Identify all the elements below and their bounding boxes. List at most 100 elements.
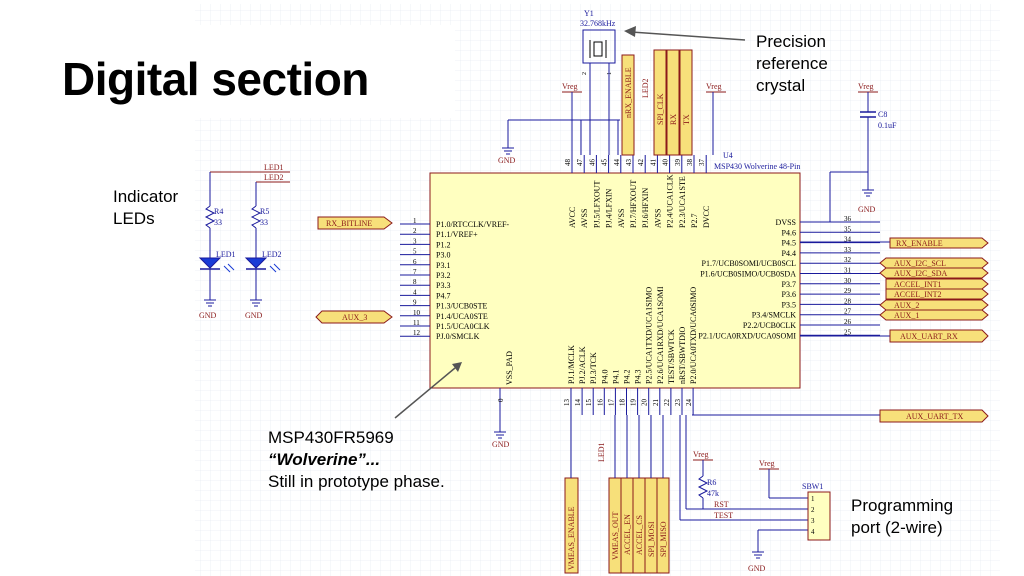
svg-text:GND: GND xyxy=(748,564,766,573)
svg-text:C8: C8 xyxy=(878,110,887,119)
left-pin-name: P3.3 xyxy=(436,281,450,290)
left-pin-name: P3.1 xyxy=(436,261,450,270)
svg-text:SBW1: SBW1 xyxy=(802,482,823,491)
top-pin-number: 42 xyxy=(637,159,645,167)
right-pin-name: P2.1/UCA0RXD/UCA0SOMI xyxy=(698,331,796,340)
top-pin-name: AVSS xyxy=(617,209,626,228)
bottom-pin-number: 24 xyxy=(685,399,693,407)
vreg-top-right: Vreg xyxy=(706,82,726,155)
bottom-pin-number: 18 xyxy=(619,399,627,407)
net-led2-top: LED2 xyxy=(641,78,650,98)
bottom-pin-name: P4.0 xyxy=(600,370,609,384)
svg-text:AUX_UART_RX: AUX_UART_RX xyxy=(900,332,958,341)
svg-text:AUX_UART_TX: AUX_UART_TX xyxy=(906,412,964,421)
right-pin-number: 36 xyxy=(844,215,852,223)
svg-text:Vreg: Vreg xyxy=(693,450,709,459)
bottom-bus-labels: VMEAS_OUT ACCEL_EN ACCEL_CS SPI_MOSI SPI… xyxy=(608,415,670,574)
led2-diode-icon xyxy=(244,257,268,269)
left-pin-number: 2 xyxy=(413,227,417,235)
svg-text:R5: R5 xyxy=(260,207,269,216)
net-nrx-enable: nRX_ENABLE xyxy=(621,54,635,156)
top-pin-name: AVSS xyxy=(653,209,662,228)
svg-text:RST: RST xyxy=(714,500,729,509)
left-pin-number: 5 xyxy=(413,248,417,256)
svg-text:4: 4 xyxy=(811,528,815,536)
svg-text:AUX_I2C_SCL: AUX_I2C_SCL xyxy=(894,259,946,268)
left-pin-number: 8 xyxy=(413,278,417,286)
net-spi-clk: SPI_CLK xyxy=(653,49,667,156)
title-backdrop xyxy=(45,25,455,118)
svg-text:R4: R4 xyxy=(214,207,223,216)
top-pin-name: DVCC xyxy=(702,206,711,228)
svg-text:GND: GND xyxy=(492,440,510,449)
leds-callout-line-2: LEDs xyxy=(113,209,155,228)
top-pin-group: 48AVCC47AVSS46PJ.5/LFXOUT45PJ.4/LFXIN44A… xyxy=(564,155,711,228)
svg-text:2: 2 xyxy=(582,72,588,75)
left-pin-number: 4 xyxy=(413,288,417,296)
top-pin-number: 48 xyxy=(564,159,572,167)
bottom-pin-name: PJ.3/TCK xyxy=(589,352,598,384)
left-pin-name: P3.0 xyxy=(436,251,450,260)
svg-text:SPI_CLK: SPI_CLK xyxy=(656,93,665,125)
u4-chip-body xyxy=(429,172,801,389)
mcu-callout-line-3: Still in prototype phase. xyxy=(268,472,445,491)
bottom-pin-number: 16 xyxy=(596,399,604,407)
top-pin-number: 39 xyxy=(674,159,682,167)
left-pin-name: P1.3/UCB0STE xyxy=(436,302,487,311)
svg-text:TEST: TEST xyxy=(714,511,733,520)
svg-text:SPI_MOSI: SPI_MOSI xyxy=(647,521,656,557)
svg-text:RX_BITLINE: RX_BITLINE xyxy=(326,219,372,228)
svg-text:GND: GND xyxy=(245,311,263,320)
led-nets: LED1 LED2 R4 33 R5 33 LED1 LED2 GND GND xyxy=(198,163,290,320)
svg-text:nRX_ENABLE: nRX_ENABLE xyxy=(624,67,633,118)
svg-text:LED2: LED2 xyxy=(641,78,650,98)
top-pin-number: 44 xyxy=(613,159,621,167)
bottom-pin-number: 13 xyxy=(563,399,571,407)
vss-pad-label: VSS_PAD xyxy=(505,351,514,385)
svg-text:GND: GND xyxy=(858,205,876,214)
top-pin-number: 40 xyxy=(662,159,670,167)
bottom-pin-name: PJ.2/ACLK xyxy=(578,346,587,384)
svg-text:3: 3 xyxy=(811,517,815,525)
vreg-top-left: Vreg xyxy=(562,82,582,155)
top-pin-name: PJ.5/LFXOUT xyxy=(592,181,601,228)
left-pin-name: P1.2 xyxy=(436,240,450,249)
right-pin-number: 30 xyxy=(844,277,852,285)
svg-text:RX_ENABLE: RX_ENABLE xyxy=(896,239,943,248)
right-pin-name: P3.5 xyxy=(782,300,796,309)
top-pin-number: 37 xyxy=(698,159,706,167)
bottom-pin-name: P4.1 xyxy=(611,370,620,384)
programming-port-wiring: Vreg R6 47k RST TEST Vreg GND xyxy=(679,415,808,573)
svg-text:32.768kHz: 32.768kHz xyxy=(580,19,616,28)
top-pin-name: P2.3/UCA1STE xyxy=(678,176,687,228)
left-pin-name: P3.2 xyxy=(436,271,450,280)
svg-text:LED1: LED1 xyxy=(597,442,606,462)
right-pin-number: 27 xyxy=(844,308,852,316)
mcu-callout: MSP430FR5969 “Wolverine”... Still in pro… xyxy=(268,427,445,493)
svg-text:LED1: LED1 xyxy=(264,163,284,172)
bottom-pin-number: 14 xyxy=(574,399,582,407)
leds-callout-line-1: Indicator xyxy=(113,187,179,206)
net-rx-bitline: RX_BITLINE xyxy=(317,216,393,230)
svg-text:R6: R6 xyxy=(707,478,716,487)
right-pin-name: P4.6 xyxy=(782,228,796,237)
left-pin-name: P4.7 xyxy=(436,291,450,300)
svg-text:TX: TX xyxy=(682,114,691,125)
svg-text:VMEAS_ENABLE: VMEAS_ENABLE xyxy=(567,506,576,570)
top-pin-number: 41 xyxy=(649,159,657,167)
leds-callout: Indicator LEDs xyxy=(113,186,178,230)
left-pin-number: 9 xyxy=(413,299,417,307)
left-pin-number: 6 xyxy=(413,258,417,266)
svg-text:VMEAS_OUT: VMEAS_OUT xyxy=(611,511,620,560)
crystal-callout-line-3: crystal xyxy=(756,76,806,95)
bottom-pin-name: PJ.1/MCLK xyxy=(567,345,576,384)
top-pin-name: PJ.6/HFXIN xyxy=(641,188,650,228)
bottom-pin-number: 22 xyxy=(663,399,671,407)
top-pin-name: PJ.7/HFXOUT xyxy=(629,180,638,228)
svg-text:ACCEL_INT1: ACCEL_INT1 xyxy=(894,280,942,289)
crystal-y1: Y1 32.768kHz 2 1 xyxy=(580,9,616,155)
capacitor-c8: Vreg C8 0.1uF GND xyxy=(829,82,897,222)
svg-text:GND: GND xyxy=(498,156,516,165)
net-vmeas-enable: VMEAS_ENABLE xyxy=(564,415,579,574)
